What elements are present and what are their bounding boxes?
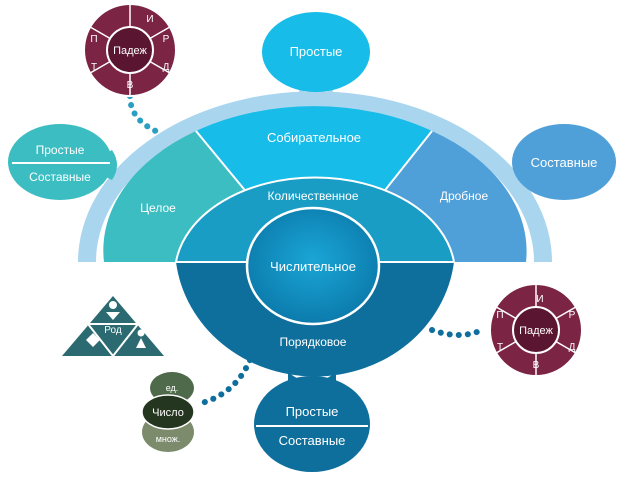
case-wheel-top-letter: Т <box>91 62 97 73</box>
connector-top-wheel <box>127 93 161 135</box>
case-wheel-top-letter: В <box>127 80 134 91</box>
ring-quantitative-label: Количественное <box>267 189 358 203</box>
case-wheel-top-letter: И <box>146 14 153 25</box>
case-wheel-right-letter: И <box>536 294 543 305</box>
case-wheel-right-letter: П <box>496 310 503 321</box>
left-bubble-bottom: Составные <box>29 170 91 184</box>
diamond-icon <box>86 333 100 347</box>
number-top: ед. <box>166 383 179 393</box>
bottom-bubble <box>254 376 370 472</box>
ring-ordinal-label: Порядковое <box>280 335 347 349</box>
top-bubble <box>262 12 370 92</box>
case-wheel-right-letter: Д <box>569 342 576 353</box>
case-wheel-right-letter: Р <box>569 310 576 321</box>
female-figure-icon <box>106 301 120 320</box>
segment-collective-label: Собирательное <box>267 130 361 145</box>
gender-triangle <box>62 296 164 358</box>
right-bubble <box>512 124 616 200</box>
center-label: Числительное <box>270 259 356 274</box>
number-stack <box>141 372 195 452</box>
case-wheel-right-center: Падеж <box>519 325 553 337</box>
left-bubble-top: Простые <box>36 143 85 157</box>
case-wheel-top-letter: П <box>90 34 97 45</box>
segment-whole <box>103 131 248 262</box>
bottom-bubble-bottom: Составные <box>279 433 346 448</box>
number-middle: Число <box>152 407 184 419</box>
case-wheel-top <box>83 3 177 97</box>
gender-label: Род <box>104 325 122 336</box>
connector-right-wheel <box>429 327 485 338</box>
case-wheel-top-letter: Д <box>163 62 170 73</box>
segment-fractional <box>382 131 527 262</box>
case-wheel-right-letter: Т <box>497 342 503 353</box>
bell-figure-icon <box>136 329 146 348</box>
connector-number <box>195 357 253 407</box>
right-bubble-label: Составные <box>531 155 598 170</box>
segment-collective <box>196 106 432 194</box>
case-wheel-top-center: Падеж <box>113 45 147 57</box>
center-circle <box>245 206 381 326</box>
segment-whole-label: Целое <box>140 201 176 215</box>
segment-fractional-label: Дробное <box>440 189 489 203</box>
case-wheel-right <box>489 283 583 377</box>
top-bubble-label: Простые <box>290 44 343 59</box>
case-wheel-top-letter: Р <box>163 34 170 45</box>
bottom-bubble-top: Простые <box>286 404 339 419</box>
number-bottom: множ. <box>156 434 181 444</box>
case-wheel-right-letter: В <box>533 360 540 371</box>
top-bubble-stem <box>298 86 334 104</box>
